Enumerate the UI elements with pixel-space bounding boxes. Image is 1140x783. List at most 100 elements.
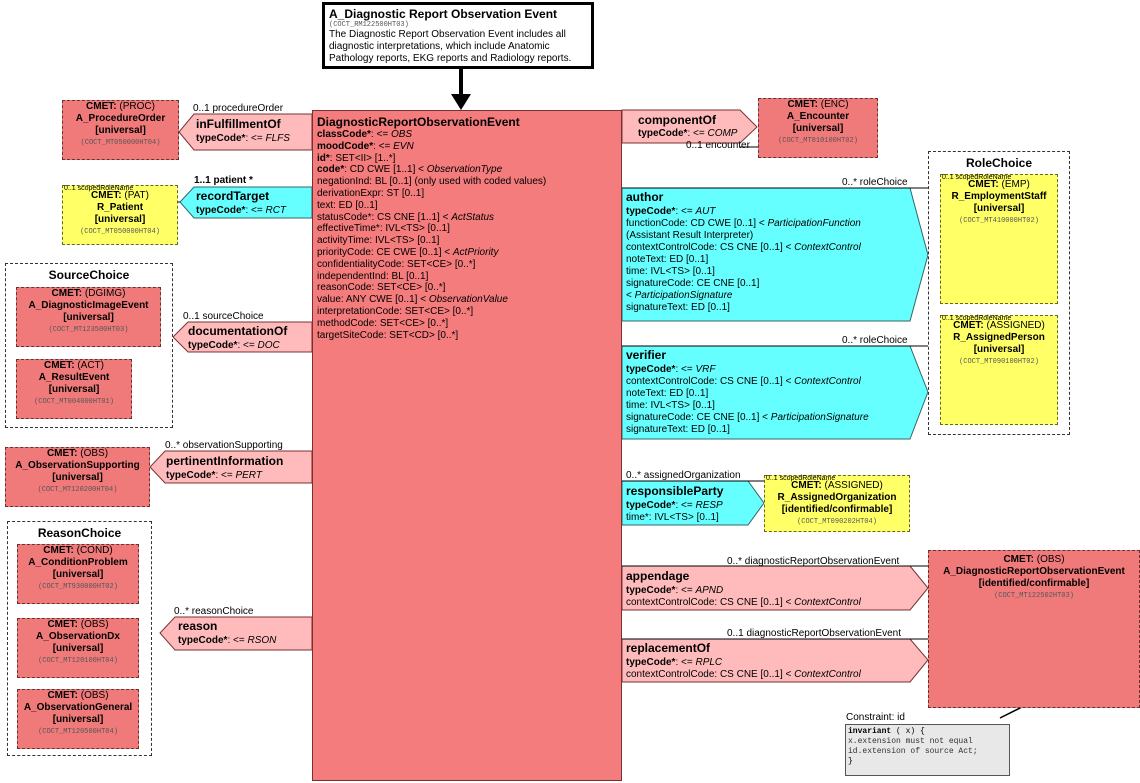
constraint-label: Constraint: id	[846, 712, 905, 723]
recordtarget-shape	[179, 186, 313, 219]
cmet-employment-staff: 0..1 scopedRoleName CMET: (EMP) R_Employ…	[940, 174, 1058, 304]
appendage-cardinality: 0..* diagnosticReportObservationEvent	[727, 556, 900, 567]
cmet-diagnostic-image-event: CMET: (DGIMG) A_DiagnosticImageEvent [un…	[16, 287, 161, 347]
main-attribute: code*: CD CWE [1..1] < ObservationType	[317, 164, 503, 176]
header-arrow-head	[451, 94, 471, 110]
pertinentinformation-title: pertinentInformation	[166, 454, 284, 468]
main-attribute: activityTime: IVL<TS> [0..1]	[317, 235, 440, 247]
attribute-line: typeCode*: <= APND	[626, 585, 724, 596]
infulfillmentof-title: inFulfillmentOf	[196, 117, 281, 131]
appendage-title: appendage	[626, 569, 690, 583]
main-attribute: id*: SET<II> [1..*]	[317, 152, 396, 164]
attribute-line: signatureText: ED [0..1]	[626, 424, 730, 435]
attribute-line: contextControlCode: CS CNE [0..1] < Cont…	[626, 376, 861, 387]
attribute-line: signatureCode: CE CNE [0..1]	[626, 278, 760, 289]
main-attribute: negationInd: BL [0..1] (only used with c…	[317, 176, 547, 188]
componentof-typecode: typeCode*: <= COMP	[638, 128, 738, 139]
pertinentinformation-cardinality: 0..* observationSupporting	[165, 440, 283, 451]
reason-typecode: typeCode*: <= RSON	[178, 635, 277, 646]
responsibleparty-title: responsibleParty	[626, 484, 724, 498]
cmet-encounter: CMET: (ENC) A_Encounter [universal] (COC…	[758, 98, 878, 158]
componentof-shape	[621, 109, 758, 144]
pertinentinformation-shape	[149, 450, 313, 484]
main-attribute: targetSiteCode: SET<CD> [0..*]	[317, 329, 459, 341]
cmet-condition-problem: CMET: (COND) A_ConditionProblem [univers…	[17, 544, 139, 604]
attribute-line: signatureCode: CE CNE [0..1] < Participa…	[626, 412, 869, 423]
cmet-observation-supporting: CMET: (OBS) A_ObservationSupporting [uni…	[5, 447, 150, 507]
main-class-box: DiagnosticReportObservationEvent classCo…	[312, 110, 622, 781]
attribute-line: contextControlCode: CS CNE [0..1] < Cont…	[626, 669, 861, 680]
main-attribute: reasonCode: SET<CE> [0..*]	[317, 282, 446, 294]
responsibleparty-cardinality: 0..* assignedOrganization	[626, 470, 741, 481]
reason-shape	[159, 616, 313, 651]
replacementof-title: replacementOf	[626, 641, 711, 655]
cmet-diagnostic-report-observation-event: CMET: (OBS) A_DiagnosticReportObservatio…	[928, 550, 1140, 708]
documentationof-shape	[172, 321, 313, 353]
infulfillmentof-shape	[178, 113, 313, 151]
cmet-patient: 0..1 scopedRoleName CMET: (PAT) R_Patien…	[62, 185, 178, 245]
infulfillmentof-cardinality: 0..1 procedureOrder	[193, 103, 284, 114]
role-choice-title: RoleChoice	[965, 156, 1032, 170]
cmet-procedure-order: CMET: (PROC) A_ProcedureOrder [universal…	[62, 100, 179, 160]
main-attribute: confidentialityCode: SET<CE> [0..*]	[317, 258, 476, 270]
replacementof-cardinality: 0..1 diagnosticReportObservationEvent	[727, 628, 901, 639]
reason-title: reason	[178, 619, 218, 633]
reason-cardinality: 0..* reasonChoice	[174, 606, 254, 617]
cmet-observation-dx: CMET: (OBS) A_ObservationDx [universal] …	[17, 618, 139, 678]
attribute-line: typeCode*: <= AUT	[626, 206, 716, 217]
main-attribute: independentInd: BL [0..1]	[317, 270, 429, 282]
attribute-line: contextControlCode: CS CNE [0..1] < Cont…	[626, 597, 861, 608]
infulfillmentof-typecode: typeCode*: <= FLFS	[196, 133, 290, 144]
main-attribute: interpretationCode: SET<CE> [0..*]	[317, 305, 474, 317]
componentof-title: componentOf	[638, 113, 716, 127]
main-class-name: DiagnosticReportObservationEvent	[317, 115, 520, 129]
main-attribute: methodCode: SET<CE> [0..*]	[317, 317, 449, 329]
recordtarget-typecode: typeCode*: <= RCT	[196, 205, 287, 216]
attribute-line: contextControlCode: CS CNE [0..1] < Cont…	[626, 242, 861, 253]
constraint-box: invariant ( x) { x.extension must not eq…	[845, 724, 1010, 776]
main-attribute: text: ED [0..1]	[317, 199, 378, 211]
recordtarget-cardinality: 1..1 patient *	[194, 175, 253, 186]
cmet-result-event: CMET: (ACT) A_ResultEvent [universal] (C…	[16, 359, 132, 419]
attribute-line: time: IVL<TS> [0..1]	[626, 266, 715, 277]
main-attribute: statusCode*: CS CNE [1..1] < ActStatus	[317, 211, 495, 223]
main-attribute: effectiveTime*: IVL<TS> [0..1]	[317, 223, 450, 235]
attribute-line: typeCode*: <= RPLC	[626, 657, 723, 668]
documentationof-typecode: typeCode*: <= DOC	[188, 340, 280, 351]
documentationof-cardinality: 0..1 sourceChoice	[183, 311, 264, 322]
attribute-line: typeCode*: <= VRF	[626, 364, 716, 375]
pertinentinformation-typecode: typeCode*: <= PERT	[166, 470, 262, 481]
main-attribute: moodCode*: <= EVN	[317, 140, 414, 152]
main-attribute: classCode*: <= OBS	[317, 129, 413, 140]
source-choice-title: SourceChoice	[48, 268, 130, 282]
attribute-line: signatureText: ED [0..1]	[626, 302, 730, 313]
cmet-assigned-person: 0..1 scopedRoleName CMET: (ASSIGNED) R_A…	[940, 315, 1058, 425]
attribute-line: typeCode*: <= RESP	[626, 500, 723, 511]
componentof-cardinality: 0..1 encounter	[686, 140, 750, 151]
attribute-line: time: IVL<TS> [0..1]	[626, 400, 715, 411]
verifier-cardinality: 0..* roleChoice	[842, 335, 908, 346]
main-attribute: derivationExpr: ST [0..1]	[317, 187, 425, 199]
cmet-observation-general: CMET: (OBS) A_ObservationGeneral [univer…	[17, 689, 139, 749]
attribute-line: noteText: ED [0..1]	[626, 388, 709, 399]
verifier-title: verifier	[626, 348, 667, 362]
cmet-assigned-organization: 0..1 scopedRoleName CMET: (ASSIGNED) R_A…	[764, 475, 910, 532]
attribute-line: time*: IVL<TS> [0..1]	[626, 512, 719, 523]
documentationof-title: documentationOf	[188, 324, 288, 338]
attribute-line: functionCode: CD CWE [0..1] < Participat…	[626, 218, 861, 229]
header-title: A_Diagnostic Report Observation Event	[329, 7, 558, 21]
header-code: (COCT_RM122500HT03)	[329, 21, 409, 29]
attribute-line: < ParticipationSignature	[626, 290, 733, 301]
author-title: author	[626, 190, 664, 204]
attribute-line: (Assistant Result Interpreter)	[626, 230, 754, 241]
recordtarget-title: recordTarget	[196, 189, 270, 203]
header-note: A_Diagnostic Report Observation Event (C…	[322, 2, 594, 69]
header-description: The Diagnostic Report Observation Event …	[329, 29, 572, 64]
